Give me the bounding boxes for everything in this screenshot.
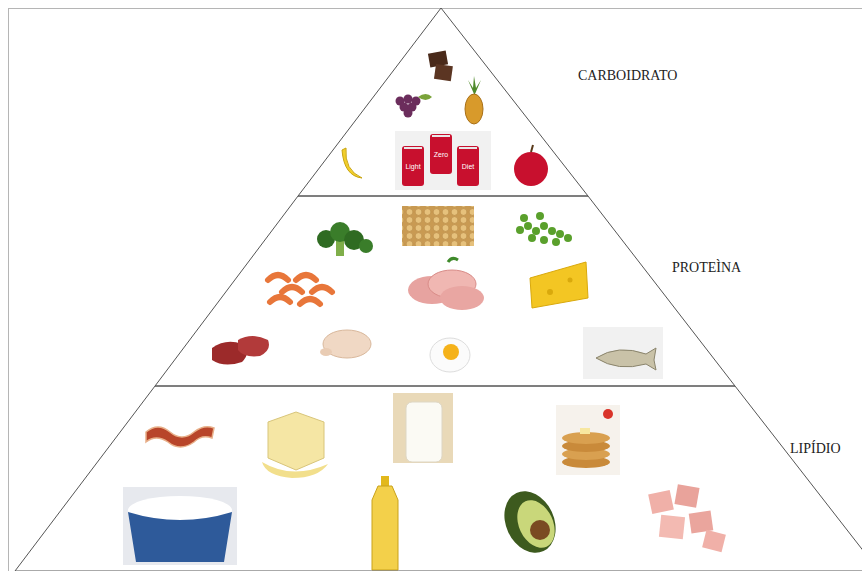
cheese [530,262,588,308]
ham-slices [408,258,484,310]
bacon [146,427,214,447]
band-label: CARBOIDRATO [578,68,677,84]
ham-cubes [648,484,726,552]
oil-bottle [372,476,398,570]
can-label: Light [405,163,420,170]
shrimp [268,275,332,304]
can-label: Zero [434,151,448,158]
band-outline [0,386,862,571]
egg [430,338,470,372]
pineapple [465,76,483,124]
soda-cans [395,131,491,190]
grapes [396,94,433,118]
can-label: Diet [462,163,474,170]
broccoli [317,222,373,256]
food-band: LIPÍDIO [0,386,862,571]
food-band: CARBOIDRATO [298,8,718,196]
fish [583,327,663,379]
band-outline [155,196,775,386]
butter [262,412,328,478]
yogurt [123,487,237,565]
beef [212,336,269,365]
food-band: PROTEÌNA [155,196,775,386]
apple [514,145,548,186]
band-label: PROTEÌNA [672,260,741,276]
band-outline [298,8,718,196]
soybeans [402,206,474,246]
banana [342,148,362,178]
peas [516,212,572,246]
chocolate [428,51,453,82]
band-label: LIPÍDIO [790,441,841,457]
avocado [495,483,566,561]
pancakes [556,405,620,475]
chicken [320,330,371,358]
milk [393,393,453,463]
frame [9,9,862,571]
